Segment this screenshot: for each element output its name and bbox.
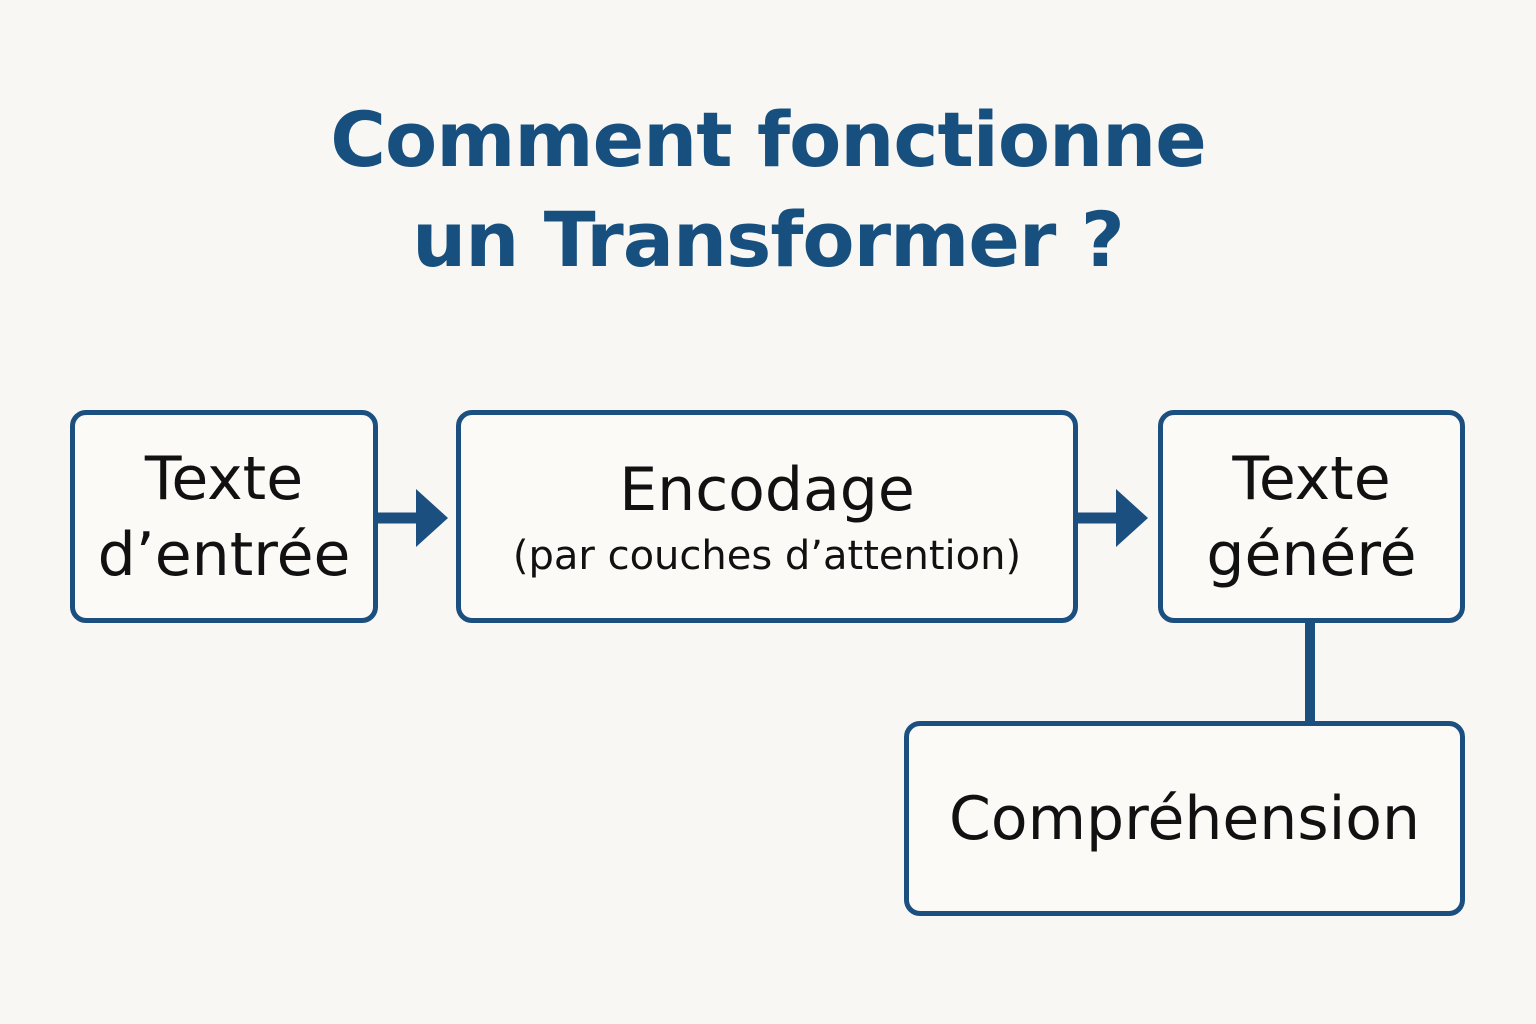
title-line-2: un Transformer ? (412, 195, 1125, 284)
arrow-input-to-encoding (378, 489, 448, 547)
node-encoding-sublabel: (par couches d’attention) (512, 532, 1022, 579)
node-output-line-1: Texte (1232, 443, 1391, 514)
node-input-text: Texte d’entrée (70, 410, 378, 623)
node-input-line-1: Texte (144, 443, 304, 514)
title-line-1: Comment fonctionne (330, 95, 1207, 184)
node-generated-text: Texte généré (1158, 410, 1465, 623)
node-encoding: Encodage (par couches d’attention) (456, 410, 1078, 623)
node-comprehension: Compréhension (904, 721, 1465, 916)
arrow-head-icon (1116, 489, 1148, 547)
page-title: Comment fonctionne un Transformer ? (0, 90, 1536, 290)
node-output-line-2: généré (1206, 519, 1417, 590)
node-comprehension-label: Compréhension (948, 783, 1421, 854)
node-input-line-2: d’entrée (97, 519, 351, 590)
arrow-encoding-to-output (1078, 489, 1148, 547)
arrow-head-icon (416, 489, 448, 547)
node-encoding-label: Encodage (619, 454, 915, 525)
